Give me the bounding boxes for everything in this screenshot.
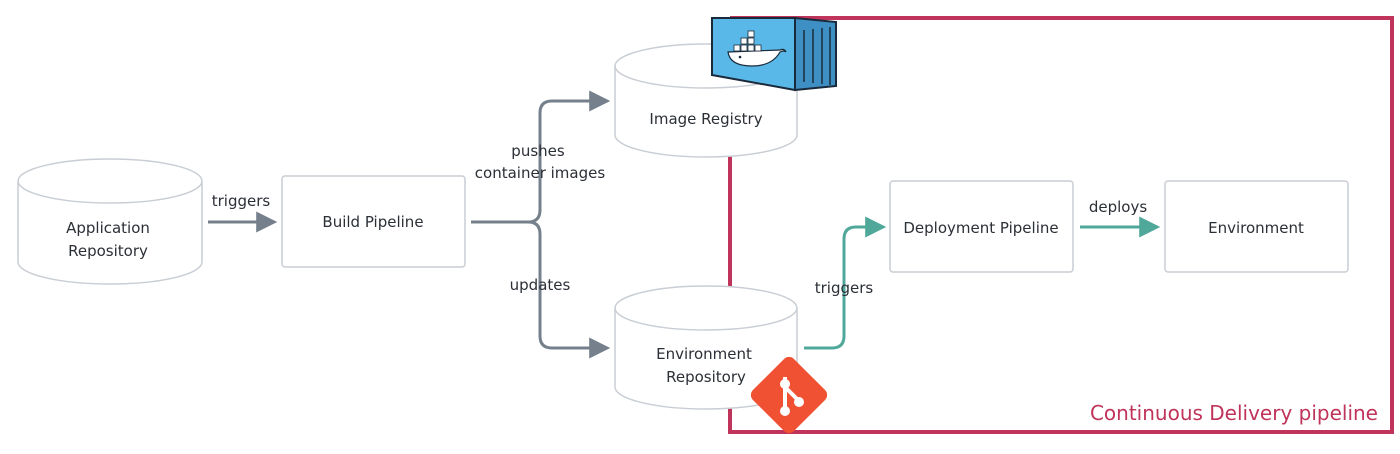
- edge-environment-repo-to-deployment: [804, 216, 887, 350]
- application-repository-label-line1: Application: [66, 219, 150, 237]
- docker-container-icon: [711, 16, 837, 92]
- build-pipeline-label: Build Pipeline: [322, 213, 423, 231]
- edge-label-deploys: deploys: [1089, 198, 1147, 216]
- environment-repository-label-line2: Repository: [666, 368, 746, 386]
- environment-repository-label-line1: Environment: [656, 345, 752, 363]
- image-registry-label: Image Registry: [649, 110, 762, 128]
- edge-label-updates: updates: [510, 276, 571, 294]
- continuous-delivery-group-title: Continuous Delivery pipeline: [1090, 401, 1378, 425]
- application-repository-label-line2: Repository: [68, 242, 148, 260]
- environment-label: Environment: [1208, 219, 1304, 237]
- build-pipeline-node: Build Pipeline: [281, 175, 466, 268]
- image-registry-node: Image Registry: [614, 43, 798, 158]
- edge-label-triggers-deploy: triggers: [815, 279, 874, 297]
- edge-label-triggers-build: triggers: [212, 192, 271, 210]
- git-icon: [750, 356, 828, 434]
- edge-build-to-image-registry: [471, 90, 611, 224]
- deployment-pipeline-label: Deployment Pipeline: [903, 219, 1058, 237]
- deployment-pipeline-node: Deployment Pipeline: [889, 180, 1074, 273]
- environment-node: Environment: [1164, 180, 1349, 273]
- edge-build-to-environment-repository: [527, 220, 611, 359]
- edge-label-pushes: pushes: [511, 142, 565, 160]
- edge-label-container-images: container images: [475, 164, 606, 182]
- application-repository-node: Application Repository: [17, 158, 203, 285]
